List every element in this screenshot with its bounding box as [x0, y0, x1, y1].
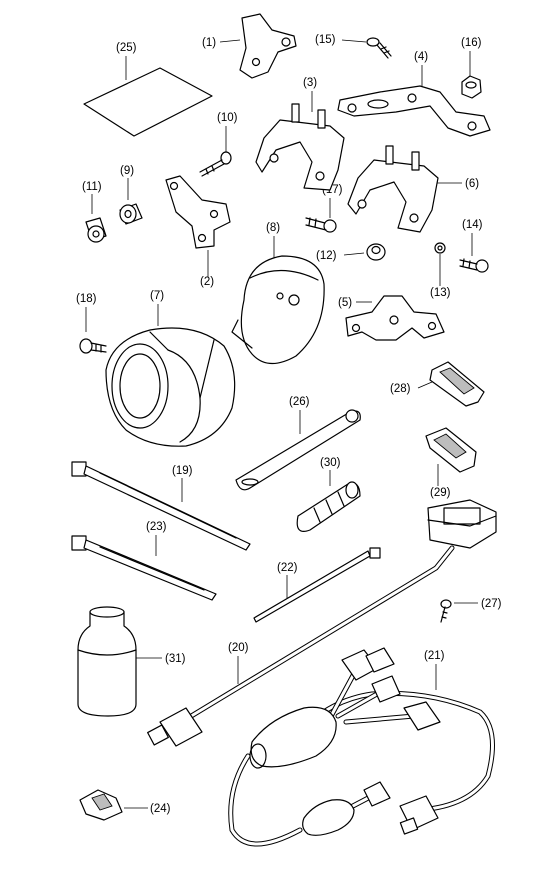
label-part-26: (26) [289, 396, 310, 408]
part-5-bracket [345, 295, 445, 341]
part-1-bracket [239, 13, 297, 79]
label-part-13: (13) [430, 287, 451, 299]
part-2-l-bracket [165, 175, 231, 249]
part-18-bolt [79, 338, 107, 354]
part-13-washer [434, 242, 446, 254]
label-part-29: (29) [430, 487, 451, 499]
part-15-screw [366, 37, 392, 59]
part-11-spacer [85, 217, 107, 243]
part-3-stud-bracket [255, 103, 345, 191]
label-part-23: (23) [146, 521, 167, 533]
label-part-22: (22) [277, 562, 298, 574]
label-part-5: (5) [338, 297, 352, 309]
part-6-stud-bracket [347, 145, 439, 233]
label-part-12: (12) [316, 250, 337, 262]
part-4-plate-bracket [337, 85, 491, 137]
label-part-4: (4) [414, 51, 428, 63]
label-part-21: (21) [424, 650, 445, 662]
label-part-25: (25) [116, 42, 137, 54]
part-23-cable-tie [71, 535, 217, 601]
part-19-cable-tie [71, 461, 251, 551]
part-9-spacer [119, 203, 143, 225]
callout-labels: (1) (2) (3) (4) (5) (6) (7) (8) (9) (10)… [76, 34, 502, 815]
part-25-sheet [83, 67, 213, 137]
label-part-31: (31) [165, 653, 186, 665]
part-20-harness [147, 499, 497, 747]
part-27-small-screw [440, 599, 452, 623]
label-part-2: (2) [200, 276, 214, 288]
part-12-collar [366, 243, 386, 261]
part-10-bolt [199, 151, 232, 177]
label-part-8: (8) [266, 222, 280, 234]
label-part-16: (16) [461, 37, 482, 49]
part-8-inner-cup [231, 255, 325, 365]
label-part-1: (1) [202, 37, 216, 49]
part-30-sleeve [296, 481, 361, 532]
label-part-30: (30) [320, 457, 341, 469]
label-part-3: (3) [303, 77, 317, 89]
label-part-9: (9) [120, 165, 134, 177]
part-28-clip [429, 361, 485, 407]
label-part-15: (15) [315, 34, 336, 46]
label-part-10: (10) [217, 112, 238, 124]
part-26-stay-arm [235, 409, 361, 491]
part-16-nut [461, 75, 482, 99]
label-part-19: (19) [172, 465, 193, 477]
label-part-20: (20) [228, 642, 249, 654]
label-part-14: (14) [462, 219, 483, 231]
label-part-24: (24) [150, 803, 171, 815]
part-31-bottle [77, 606, 137, 717]
label-part-27: (27) [481, 598, 502, 610]
part-7-headlight-shell [105, 327, 236, 447]
label-part-28: (28) [390, 383, 411, 395]
label-part-11: (11) [82, 181, 102, 193]
part-29-clip [425, 427, 477, 473]
label-part-7: (7) [150, 290, 164, 302]
leader-lines [85, 39, 478, 809]
part-17-bolt [305, 217, 337, 233]
part-21-main-harness [228, 647, 495, 847]
label-part-18: (18) [76, 293, 97, 305]
label-part-6: (6) [465, 178, 479, 190]
part-22-cable-tie [253, 547, 381, 623]
part-24-clip [79, 789, 123, 821]
part-14-screw [459, 258, 489, 273]
